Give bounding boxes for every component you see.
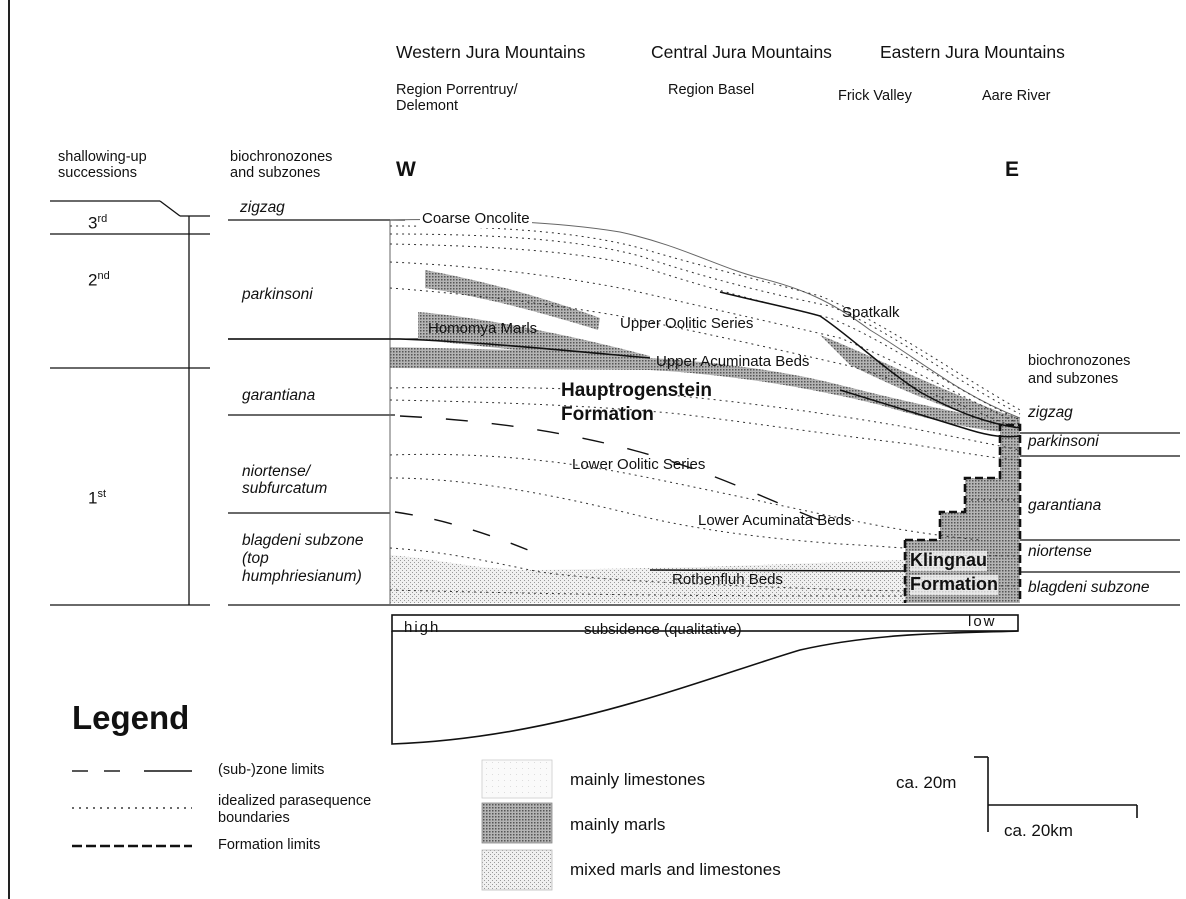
- region-eastern: Eastern Jura Mountains: [880, 42, 1065, 62]
- biozone-header-line2: and subzones: [230, 165, 321, 181]
- mixed-facies-body: [390, 555, 905, 603]
- legend-parasequence-line1: idealized parasequence: [218, 793, 372, 809]
- region-frick: Frick Valley: [838, 88, 912, 104]
- legend-zone-limits: (sub-)zone limits: [218, 762, 325, 778]
- label-lower-oolitic: Lower Oolitic Series: [572, 456, 706, 473]
- subzone-limit-lines: [394, 415, 841, 556]
- zone-left-blagdeni-line3: humphriesianum): [242, 568, 362, 585]
- shallowing-header-line2: successions: [58, 165, 137, 181]
- zone-left-zigzag: zigzag: [240, 199, 285, 216]
- region-basel: Region Basel: [668, 82, 755, 98]
- figure-frame-left: [8, 0, 10, 899]
- legend-swatch-marls: [481, 802, 553, 844]
- homomya-marls-body: [418, 312, 650, 362]
- zone-right-parkinsoni: parkinsoni: [1028, 433, 1099, 450]
- region-central: Central Jura Mountains: [651, 42, 832, 62]
- legend-mixed: mixed marls and limestones: [570, 860, 781, 879]
- east-marker: E: [1005, 158, 1020, 181]
- upper-acuminata-marl-body: [390, 347, 1020, 433]
- subsidence-high: high: [404, 619, 441, 636]
- zone-limit-solid-lines: [228, 291, 1021, 572]
- legend-parasequence-line2: boundaries: [218, 810, 290, 826]
- zone-right-zigzag: zigzag: [1028, 404, 1073, 421]
- label-hauptrogenstein-line2: Formation: [561, 404, 654, 425]
- zone-left-niortense-line2: subfurcatum: [242, 480, 328, 497]
- zone-right-garantiana: garantiana: [1028, 497, 1102, 514]
- legend-formation-limits: Formation limits: [218, 837, 321, 853]
- zone-left-garantiana: garantiana: [242, 387, 316, 404]
- region-aare: Aare River: [982, 88, 1051, 104]
- label-hauptrogenstein-line1: Hauptrogenstein: [561, 380, 712, 401]
- succession-column: [50, 200, 210, 606]
- label-rothenfluh: Rothenfluh Beds: [672, 571, 783, 588]
- region-porrentruy-line1: Region Porrentruy/: [396, 82, 518, 98]
- marl-lens-upper: [425, 270, 600, 330]
- shallowing-header-line1: shallowing-up: [58, 149, 147, 165]
- formation-limit-lines: [903, 423, 1022, 603]
- biozone-right-header-line1: biochronozones: [1028, 353, 1131, 369]
- right-zone-boundaries: [1020, 432, 1180, 573]
- biozone-header-line1: biochronozones: [230, 149, 333, 165]
- label-lower-acuminata: Lower Acuminata Beds: [698, 512, 852, 529]
- legend-limestones: mainly limestones: [570, 770, 706, 789]
- subsidence-label: subsidence (qualitative): [584, 621, 742, 638]
- legend-swatch-limestone: [481, 759, 553, 799]
- legend-line-symbols: [72, 770, 192, 848]
- zone-left-blagdeni-line1: blagdeni subzone: [242, 532, 364, 549]
- succession-2nd: 2nd: [88, 270, 110, 290]
- scale-bars: [974, 756, 1138, 832]
- spatkalk-marl-wedge: [820, 335, 1020, 430]
- region-western: Western Jura Mountains: [396, 42, 586, 62]
- legend-marls: mainly marls: [570, 815, 666, 834]
- zone-right-niortense: niortense: [1028, 543, 1092, 560]
- label-klingnau-line2: Formation: [910, 574, 998, 595]
- label-homomya-marls: Homomya Marls: [428, 320, 538, 337]
- label-spatkalk: Spatkalk: [842, 304, 900, 321]
- zone-left-parkinsoni: parkinsoni: [242, 286, 313, 303]
- section-outline: [389, 219, 1021, 605]
- biozone-right-header-line2: and subzones: [1028, 371, 1119, 387]
- scale-horizontal: ca. 20km: [1004, 821, 1073, 840]
- subsidence-diagram: [391, 614, 1019, 745]
- west-marker: W: [396, 158, 416, 181]
- left-zone-boundaries: [228, 219, 1180, 606]
- succession-3rd: 3rd: [88, 213, 108, 233]
- zone-left-blagdeni-line2: (top: [242, 550, 269, 567]
- legend-swatch-mixed: [481, 849, 553, 891]
- label-klingnau-line1: Klingnau: [910, 550, 987, 571]
- subsidence-low: low: [968, 613, 997, 630]
- legend-title: Legend: [72, 699, 190, 736]
- region-porrentruy-line2: Delemont: [396, 98, 459, 114]
- zone-left-niortense-line1: niortense/: [242, 463, 311, 480]
- label-coarse-oncolite: Coarse Oncolite: [420, 210, 532, 228]
- scale-vertical: ca. 20m: [896, 773, 957, 792]
- zone-right-blagdeni: blagdeni subzone: [1028, 579, 1150, 596]
- label-upper-oolitic: Upper Oolitic Series: [620, 315, 754, 332]
- label-upper-acuminata: Upper Acuminata Beds: [656, 353, 810, 370]
- succession-1st: 1st: [88, 488, 107, 508]
